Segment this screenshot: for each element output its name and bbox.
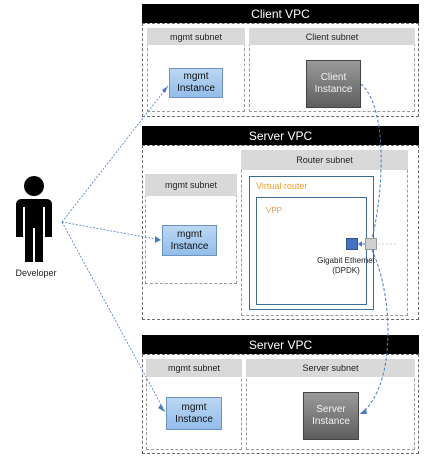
arrow-client-mgmt: [162, 86, 168, 93]
server-mgmt-subnet-label: mgmt subnet: [167, 363, 221, 373]
virtual-router-label: Virtual router: [256, 181, 308, 191]
client-mgmt-instance-line2: Instance: [177, 83, 215, 94]
arrow-router-mgmt: [155, 236, 161, 243]
client-vpc-region: [142, 23, 419, 117]
server-subnet-label: Server subnet: [302, 363, 359, 373]
client-mgmt-instance-line1: mgmt: [183, 71, 209, 82]
server-instance-line2: Instance: [312, 416, 350, 427]
server-vpc-router-title: Server VPC: [248, 128, 313, 143]
arrow-router-to-server: [360, 408, 367, 414]
router-subnet-header: Router subnet: [241, 150, 408, 170]
server-vpc-header: Server VPC: [142, 335, 419, 354]
server-router-mgmt-instance[interactable]: mgmt Instance: [162, 225, 217, 256]
server-instance-line1: Server: [316, 404, 346, 415]
eni-port[interactable]: [365, 238, 377, 250]
nic-label: Gigabit Ethernet (DPDK): [300, 256, 392, 276]
client-mgmt-subnet-header: mgmt subnet: [147, 28, 245, 45]
client-vpc-title: Client VPC: [251, 6, 310, 21]
client-mgmt-instance[interactable]: mgmt Instance: [169, 68, 223, 98]
nic-label-line2: (DPDK): [332, 266, 360, 275]
server-mgmt-subnet-header: mgmt subnet: [146, 359, 242, 377]
server-vpc-title: Server VPC: [248, 337, 313, 352]
client-instance-line1: Client: [320, 72, 347, 83]
link-dev-server-mgmt: [61, 221, 166, 413]
server-router-mgmt-subnet-header: mgmt subnet: [145, 174, 237, 196]
dpdk-nic-port[interactable]: [346, 238, 358, 250]
server-router-mgmt-subnet-label: mgmt subnet: [164, 180, 218, 190]
developer-label: Developer: [15, 268, 57, 278]
server-router-mgmt-instance-line1: mgmt: [177, 228, 202, 240]
server-mgmt-instance[interactable]: mgmt Instance: [166, 397, 222, 430]
client-subnet-header: Client subnet: [249, 28, 415, 45]
link-dev-client-mgmt: [61, 85, 169, 223]
client-instance[interactable]: Client Instance: [306, 60, 361, 108]
server-instance[interactable]: Server Instance: [303, 392, 359, 440]
client-instance-line2: Instance: [314, 84, 353, 95]
client-mgmt-subnet-label: mgmt subnet: [169, 31, 223, 42]
link-router-to-server: [359, 249, 389, 415]
server-router-mgmt-instance-line2: Instance: [170, 240, 209, 252]
arrow-server-mgmt: [158, 404, 165, 412]
nic-label-line1: Gigabit Ethernet: [317, 256, 375, 265]
server-subnet-header: Server subnet: [246, 359, 415, 377]
client-subnet-label: Client subnet: [305, 31, 359, 42]
vpp-label: VPP: [266, 206, 283, 215]
server-vpc-region: [142, 354, 419, 454]
client-vpc-header: Client VPC: [142, 4, 419, 23]
server-mgmt-instance-line1: mgmt: [181, 401, 207, 413]
vpp-box: [256, 197, 367, 305]
person-icon: [16, 176, 52, 262]
router-subnet-label: Router subnet: [296, 155, 353, 165]
server-mgmt-instance-line2: Instance: [175, 413, 213, 425]
arrow-eni-to-dpdk: [358, 241, 362, 247]
server-vpc-router-header: Server VPC: [142, 126, 419, 145]
link-client-to-router: [360, 83, 382, 239]
link-dev-router-mgmt: [61, 221, 162, 241]
server-vpc-router-region: [142, 145, 419, 320]
